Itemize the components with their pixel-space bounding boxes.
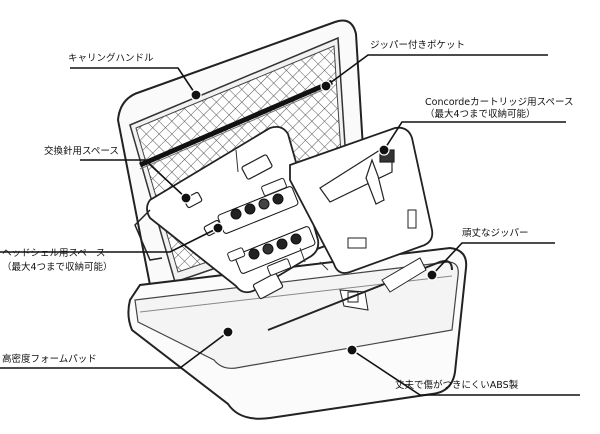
foam-tray bbox=[146, 125, 329, 300]
zipper-pocket-bar bbox=[139, 79, 333, 168]
label-carrying-handle: キャリングハンドル bbox=[68, 53, 154, 64]
label-foam-pad: 高密度フォームパッド bbox=[2, 354, 97, 365]
label-sturdy-zipper: 頑丈なジッパー bbox=[462, 228, 529, 239]
label-headshell-space-note: （最大4つまで収納可能） bbox=[2, 262, 113, 273]
leader-endpoints bbox=[180, 80, 438, 356]
case-zipper bbox=[267, 260, 453, 331]
label-headshell-space: ヘッドシェル用スペース bbox=[2, 248, 106, 259]
stylus-row-2 bbox=[234, 226, 316, 274]
label-zipper-pocket: ジッパー付きポケット bbox=[370, 40, 466, 51]
cartridge-tray bbox=[289, 126, 434, 311]
label-stylus-space: 交換針用スペース bbox=[44, 146, 119, 157]
label-cartridge-space-note: （最大4つまで収納可能） bbox=[425, 109, 536, 120]
leader-lines bbox=[0, 54, 580, 396]
label-abs-body: 丈夫で傷がつきにくいABS製 bbox=[395, 380, 519, 391]
stylus-row-1 bbox=[217, 186, 299, 234]
label-cartridge-space: Concordeカートリッジ用スペース bbox=[425, 97, 574, 108]
